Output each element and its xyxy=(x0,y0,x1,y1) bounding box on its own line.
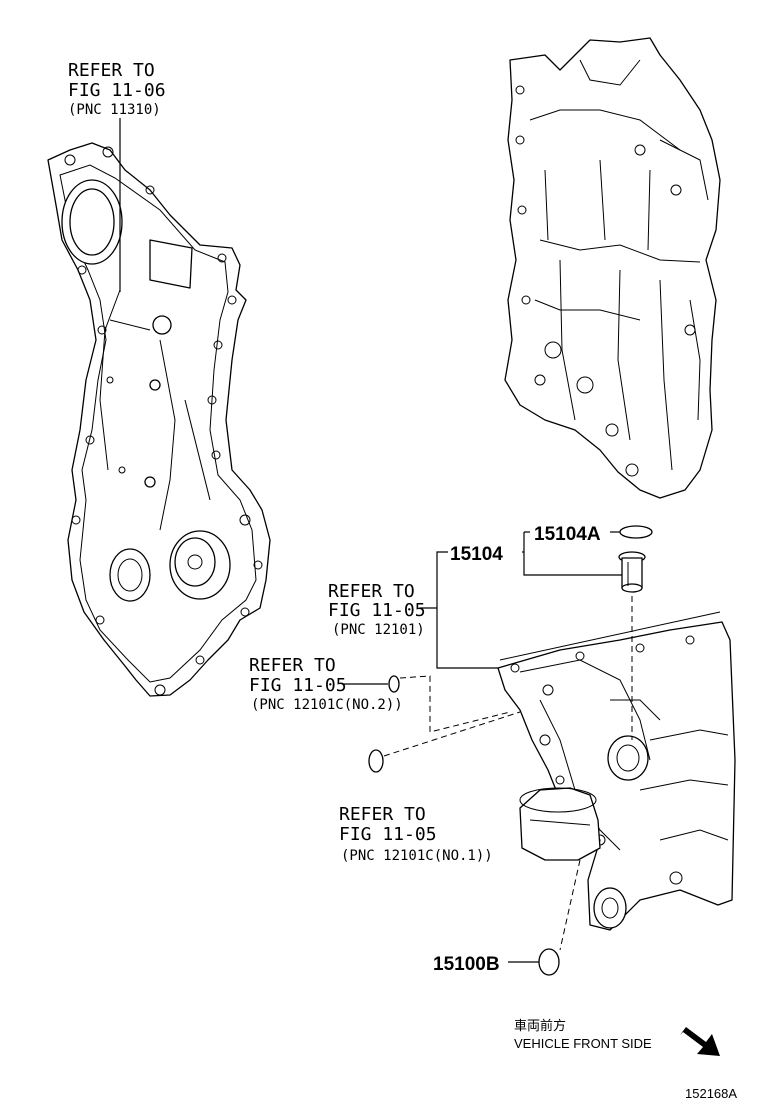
vehicle-front-english: VEHICLE FRONT SIDE xyxy=(514,1036,652,1051)
leader-lines xyxy=(342,531,633,963)
oring-no2-ref-line3: (PNC 12101C(NO.2)) xyxy=(251,697,403,713)
front-arrow-icon xyxy=(680,1027,720,1056)
oil-pan-callout: REFER TO FIG 11-05 (PNC 12101) xyxy=(328,581,426,638)
oil-pan-ref-line1: REFER TO xyxy=(328,581,415,602)
oil-pan-ref-line3: (PNC 12101) xyxy=(332,622,425,638)
oil-pan-illustration xyxy=(497,611,736,931)
timing-cover-ref-line3: (PNC 11310) xyxy=(68,102,161,118)
oring-15104A xyxy=(619,525,653,539)
timing-cover-ref-line1: REFER TO xyxy=(68,60,155,81)
oring-no2-callout: REFER TO FIG 11-05 (PNC 12101C(NO.2)) xyxy=(249,655,403,713)
oil-strainer-15104 xyxy=(618,551,646,593)
vehicle-front-indicator: 車両前方 VEHICLE FRONT SIDE xyxy=(514,1018,720,1056)
part-number-15104A[interactable]: 15104A xyxy=(534,524,601,545)
part-number-15100B[interactable]: 15100B xyxy=(433,954,500,975)
figure-id: 152168A xyxy=(685,1086,737,1101)
timing-cover-callout: REFER TO FIG 11-06 (PNC 11310) xyxy=(68,60,166,118)
oring-no2-ref-line1: REFER TO xyxy=(249,655,336,676)
oring-12101C-no1 xyxy=(368,749,384,773)
oring-no1-callout: REFER TO FIG 11-05 (PNC 12101C(NO.1)) xyxy=(339,804,493,864)
oring-no1-ref-line2: FIG 11-05 xyxy=(339,824,437,845)
oil-pan-ref-line2: FIG 11-05 xyxy=(328,600,426,621)
timing-cover-ref-line2: FIG 11-06 xyxy=(68,80,166,101)
cylinder-block-illustration xyxy=(504,37,721,499)
oring-15100B xyxy=(538,948,560,976)
timing-chain-cover-illustration xyxy=(47,142,271,697)
oring-no2-ref-line2: FIG 11-05 xyxy=(249,675,347,696)
oring-12101C-no2 xyxy=(388,675,400,693)
part-number-15104[interactable]: 15104 xyxy=(450,544,503,565)
oring-no1-ref-line3: (PNC 12101C(NO.1)) xyxy=(341,848,493,864)
oring-no1-ref-line1: REFER TO xyxy=(339,804,426,825)
vehicle-front-japanese: 車両前方 xyxy=(514,1018,566,1033)
